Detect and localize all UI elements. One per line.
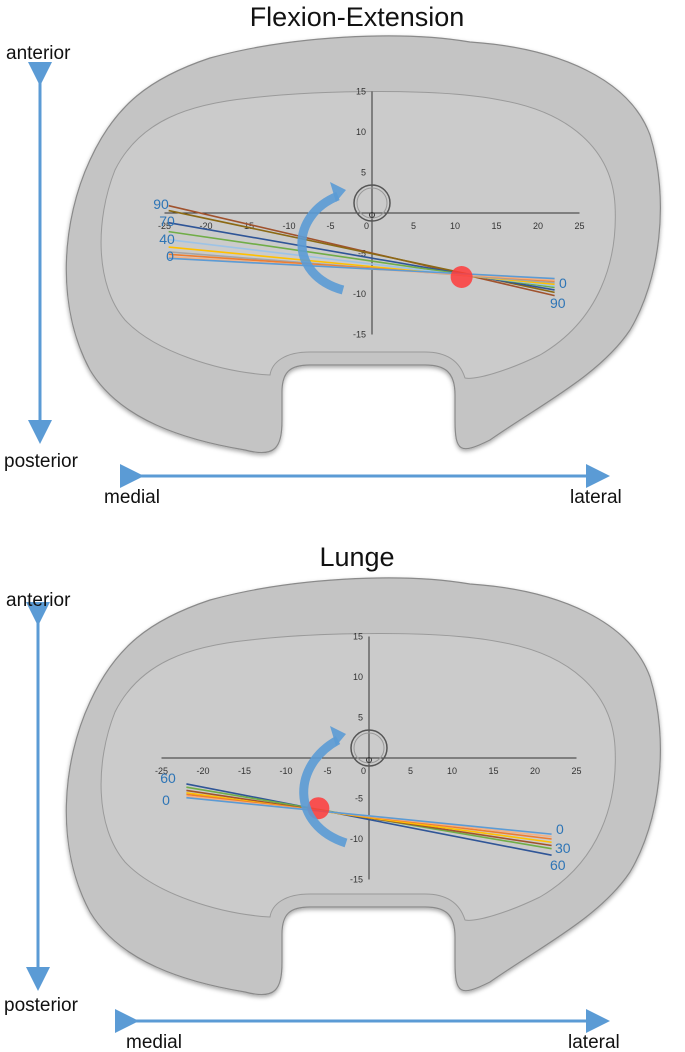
left-angle-label: 70 xyxy=(159,213,175,229)
series-lines xyxy=(186,726,552,856)
tibial-plateau-inner-rim xyxy=(100,633,616,921)
y-tick-label: 15 xyxy=(356,87,366,97)
left-angle-label: 0 xyxy=(166,248,174,264)
series-line-60 xyxy=(186,783,552,856)
x-tick-label: -20 xyxy=(196,766,209,776)
y-tick-label: 5 xyxy=(361,168,366,178)
right-angle-label: 60 xyxy=(550,857,566,873)
rotation-arrow xyxy=(297,191,345,295)
x-tick-label: 0 xyxy=(361,766,366,776)
y-tick-label: -15 xyxy=(350,875,363,885)
x-tick-label: -5 xyxy=(323,766,331,776)
chart-axes: -25 -20 -15 -10 -5 5 10 15 20 25 0 15 10 5 -5 -10 -15 xyxy=(158,87,585,340)
x-tick-label: -15 xyxy=(241,221,254,231)
chart-title: Lunge xyxy=(319,542,394,572)
x-tick-label: 15 xyxy=(491,221,501,231)
x-tick-label: 10 xyxy=(447,766,457,776)
y-tick-label: -10 xyxy=(350,834,363,844)
x-tick-label: -25 xyxy=(158,221,171,231)
x-tick-label: -25 xyxy=(155,766,168,776)
series-lines xyxy=(168,182,555,297)
y-tick-label: 15 xyxy=(353,632,363,642)
medial-label: medial xyxy=(104,487,160,508)
rotation-arrow xyxy=(299,736,348,848)
tibial-plateau-inner-rim xyxy=(100,91,616,379)
flexion-extension-panel: Flexion-Extension -25 -20 -15 -10 -5 5 10 15 20 2… xyxy=(4,2,661,508)
series-line-0 xyxy=(168,257,555,280)
medial-label: medial xyxy=(126,1032,182,1052)
x-tick-label: 25 xyxy=(571,766,581,776)
x-tick-label: 5 xyxy=(411,221,416,231)
right-angle-label: 0 xyxy=(556,821,564,837)
right-angle-label: 30 xyxy=(555,840,571,856)
x-tick-label: 20 xyxy=(533,221,543,231)
x-tick-label: -10 xyxy=(279,766,292,776)
y-tick-label: -5 xyxy=(358,249,366,259)
lateral-label: lateral xyxy=(570,487,622,508)
spine-circle xyxy=(353,184,391,222)
posterior-label: posterior xyxy=(4,451,79,472)
right-angle-label: 90 xyxy=(550,295,566,311)
lunge-panel: Lunge -25 -20 -15 -10 -5 5 10 15 20 25 0 15 10 5 -5 -10… xyxy=(4,542,661,1052)
pivot-point xyxy=(450,265,473,288)
anterior-label: anterior xyxy=(6,43,71,64)
y-tick-label: 10 xyxy=(353,672,363,682)
left-angle-label: 60 xyxy=(160,770,176,786)
y-tick-label: -5 xyxy=(355,794,363,804)
left-angle-label: 0 xyxy=(162,792,170,808)
left-angle-label: 90 xyxy=(153,196,169,212)
x-tick-label: -15 xyxy=(238,766,251,776)
y-tick-label: 10 xyxy=(356,127,366,137)
x-tick-label: -5 xyxy=(326,221,334,231)
x-tick-label: -10 xyxy=(282,221,295,231)
origin-marker xyxy=(369,212,375,218)
x-tick-label: 20 xyxy=(530,766,540,776)
anterior-label: anterior xyxy=(6,590,71,611)
series-line-0 xyxy=(186,796,552,835)
x-tick-label: 0 xyxy=(364,221,369,231)
chart-title: Flexion-Extension xyxy=(250,2,465,32)
x-tick-label: 5 xyxy=(408,766,413,776)
y-tick-label: -10 xyxy=(353,289,366,299)
right-angle-label: 0 xyxy=(559,275,567,291)
y-tick-label: -15 xyxy=(353,330,366,340)
x-tick-label: 25 xyxy=(574,221,584,231)
y-tick-label: 5 xyxy=(358,713,363,723)
x-tick-label: -20 xyxy=(199,221,212,231)
origin-marker xyxy=(366,757,372,763)
spine-circle xyxy=(350,729,388,767)
left-angle-label: 40 xyxy=(159,231,175,247)
chart-axes: -25 -20 -15 -10 -5 5 10 15 20 25 0 15 10 5 -5 -10 -15 xyxy=(155,632,582,885)
rotation-arrow-head xyxy=(330,182,346,202)
rotation-arrow-head xyxy=(330,726,346,746)
x-tick-label: 10 xyxy=(450,221,460,231)
lateral-label: lateral xyxy=(568,1032,620,1052)
series-line-30 xyxy=(186,792,552,844)
x-tick-label: 15 xyxy=(488,766,498,776)
posterior-label: posterior xyxy=(4,995,79,1016)
